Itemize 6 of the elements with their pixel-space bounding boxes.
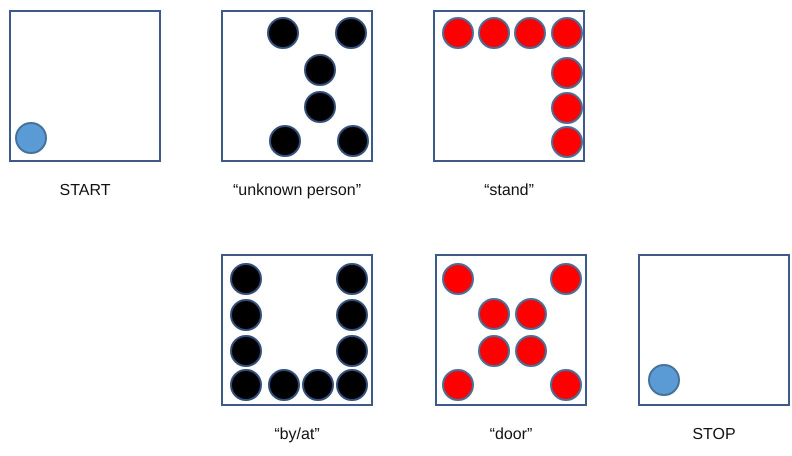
node-label: “stand” xyxy=(484,182,534,200)
node-label: STOP xyxy=(692,426,736,444)
node-label: “door” xyxy=(490,426,532,444)
node-label: “by/at” xyxy=(274,426,320,444)
node-label: START xyxy=(60,182,110,200)
node-label: “unknown person” xyxy=(232,182,362,200)
